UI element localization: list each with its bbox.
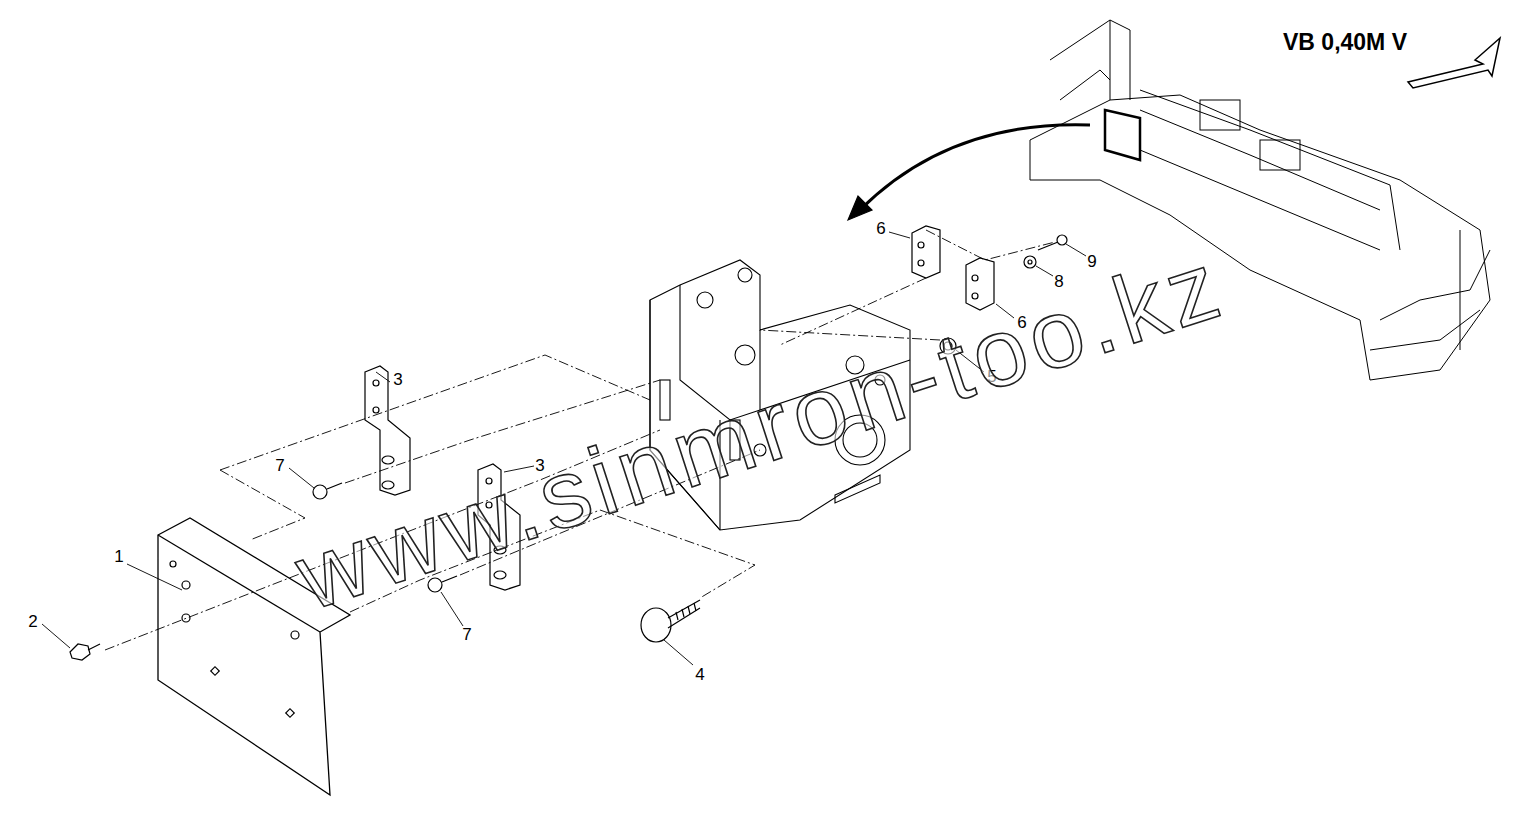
view-title: VB 0,40M V bbox=[1283, 31, 1407, 54]
callout-number: 9 bbox=[1087, 253, 1096, 270]
callout-number: 7 bbox=[462, 626, 471, 643]
callout-number: 6 bbox=[876, 220, 885, 237]
callout-number: 1 bbox=[114, 548, 123, 565]
callout-number: 7 bbox=[275, 457, 284, 474]
callout-number: 2 bbox=[28, 613, 37, 630]
callout-number: 4 bbox=[695, 666, 704, 683]
callout-number: 3 bbox=[393, 371, 402, 388]
